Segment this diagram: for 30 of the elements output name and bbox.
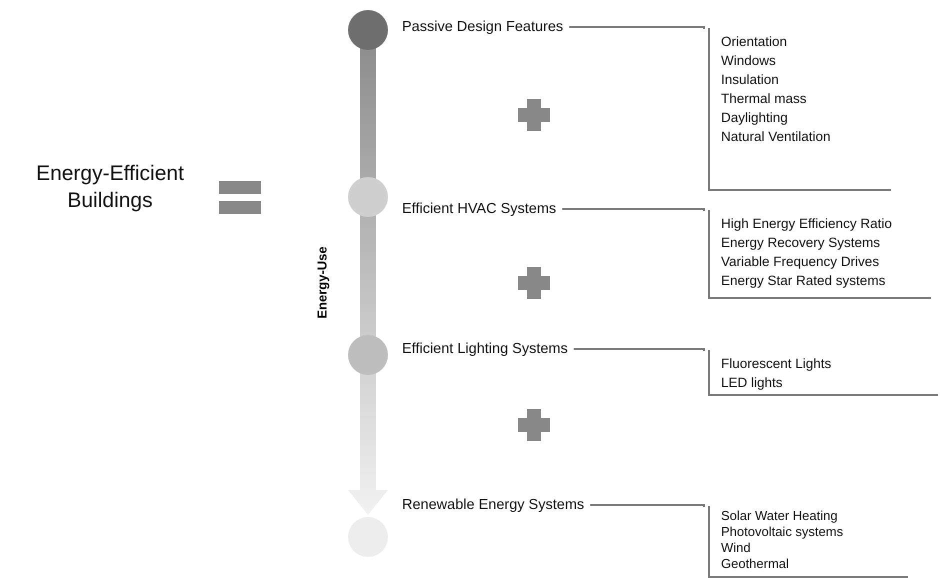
category-text: Efficient Lighting Systems — [402, 341, 568, 357]
list-item: LED lights — [721, 374, 784, 392]
list-item: Wind — [721, 540, 752, 556]
list-item: Fluorescent Lights — [721, 355, 832, 373]
list-item: Photovoltaic systems — [721, 524, 844, 540]
list-item: Natural Ventilation — [721, 128, 832, 146]
list-item: Daylighting — [721, 109, 789, 127]
connector-line — [590, 504, 705, 507]
category-text: Efficient HVAC Systems — [402, 201, 556, 217]
list-item: Energy Recovery Systems — [721, 234, 882, 252]
item-list-panel — [708, 506, 908, 578]
connector-line — [569, 26, 705, 29]
list-item: Thermal mass — [721, 90, 808, 108]
list-item: Energy Star Rated systems — [721, 272, 886, 290]
list-item: Orientation — [721, 33, 788, 51]
title-text: Energy-Efficient Buildings — [35, 161, 185, 214]
item-list-panel — [708, 350, 938, 396]
list-item: Solar Water Heating — [721, 508, 839, 524]
connector-line — [574, 348, 705, 351]
list-item: Insulation — [721, 71, 780, 89]
list-item: Variable Frequency Drives — [721, 253, 880, 271]
axis-label: Energy-Use — [314, 245, 330, 321]
list-item: High Energy Efficiency Ratio — [721, 215, 893, 233]
category-text: Renewable Energy Systems — [402, 497, 584, 513]
connector-line — [562, 208, 705, 211]
item-list-panel — [708, 28, 891, 191]
list-item: Windows — [721, 52, 777, 70]
list-item: Geothermal — [721, 556, 790, 572]
item-list-panel — [708, 210, 931, 299]
category-text: Passive Design Features — [402, 19, 564, 35]
